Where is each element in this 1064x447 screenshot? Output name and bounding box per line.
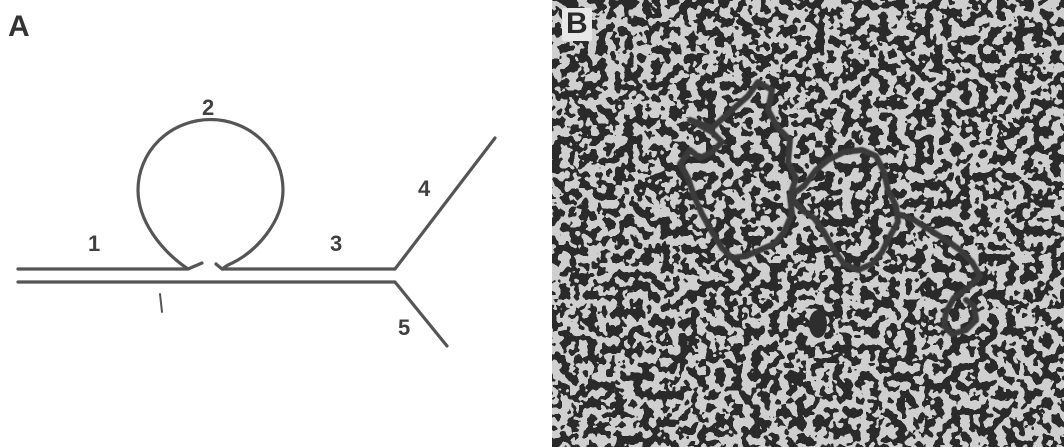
lower-strand bbox=[16, 280, 449, 348]
molecule-loop-left bbox=[677, 79, 799, 261]
loop-diagram: 1 2 3 4 5 bbox=[16, 95, 497, 348]
molecule-tail bbox=[895, 211, 983, 337]
molecule-loop-right bbox=[787, 147, 901, 273]
segment-label-1: 1 bbox=[88, 231, 100, 256]
loop-gap-left bbox=[186, 261, 204, 271]
segment-label-3: 3 bbox=[330, 231, 342, 256]
micrograph-image bbox=[552, 0, 1064, 447]
panel-b-micrograph bbox=[552, 0, 1064, 447]
upper-strand-with-loop bbox=[16, 117, 497, 271]
micrograph-grain bbox=[552, 0, 1064, 447]
segment-label-2: 2 bbox=[202, 95, 214, 120]
loop-gap-right bbox=[214, 262, 224, 271]
tick-mark bbox=[159, 293, 163, 313]
segment-label-5: 5 bbox=[398, 315, 410, 340]
segment-label-4: 4 bbox=[418, 176, 431, 201]
dark-particle bbox=[809, 310, 827, 338]
panel-label-a: A bbox=[8, 10, 30, 43]
panel-a-diagram: 1 2 3 4 5 A bbox=[8, 10, 497, 348]
panel-label-b: B bbox=[562, 8, 592, 41]
